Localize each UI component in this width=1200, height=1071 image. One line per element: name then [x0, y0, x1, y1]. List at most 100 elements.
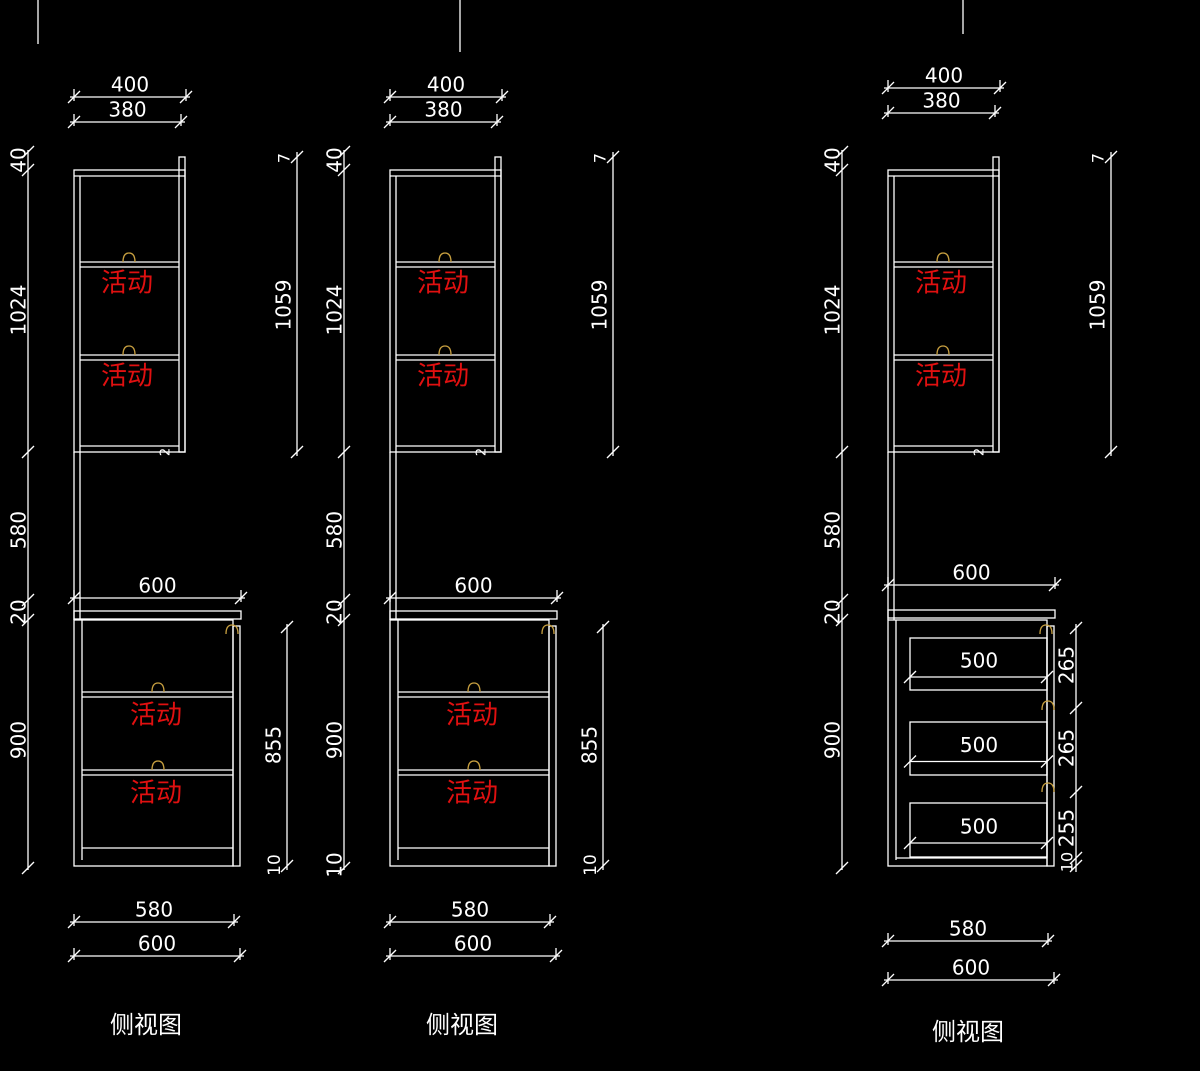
drawer-right-dim-10: 10: [1058, 852, 1077, 872]
dimension-tick: [1069, 851, 1083, 865]
dimension-tick: [383, 949, 397, 963]
dimension-tick: [1048, 578, 1062, 592]
drawer: [909, 802, 1048, 858]
dimension-tick: [383, 915, 397, 929]
dim-10: 10: [265, 854, 285, 876]
countertop: [73, 610, 242, 620]
bottom-dim-580: 580: [451, 898, 489, 922]
dim-855: 855: [262, 726, 286, 764]
dimension-tick: [1047, 973, 1061, 987]
hinge-icon: [438, 345, 452, 356]
dimension-tick: [881, 106, 895, 120]
dimension-tick: [495, 90, 509, 104]
dim-400: 400: [111, 73, 149, 97]
dimension-tick: [1069, 621, 1083, 635]
left-dim-1024: 1024: [323, 285, 347, 336]
drawer-dim-500: 500: [960, 815, 998, 839]
bottom-dim-600: 600: [952, 956, 990, 980]
back-panel: [494, 156, 502, 453]
left-dim-580: 580: [323, 511, 347, 549]
dimension-tick: [881, 973, 895, 987]
shelf-label-adjustable: 活动: [446, 701, 498, 731]
dimension-tick: [174, 115, 188, 129]
dimension-tick: [233, 949, 247, 963]
dimension-tick: [881, 578, 895, 592]
dimension-tick: [67, 115, 81, 129]
left-dim-20: 20: [7, 599, 31, 624]
view-title: 侧视图: [426, 1011, 498, 1039]
drawer: [909, 637, 1048, 691]
dim-400: 400: [427, 73, 465, 97]
dimension-tick: [1069, 859, 1083, 873]
dimension-tick: [596, 620, 610, 634]
dimension-tick: [1104, 445, 1118, 459]
drawer-dim-500: 500: [960, 733, 998, 757]
drawer-right-dim-255: 255: [1055, 809, 1079, 847]
hinge-icon: [1041, 700, 1055, 711]
dimension-tick: [1069, 785, 1083, 799]
dimension-tick: [337, 145, 351, 159]
dimension-tick: [1040, 755, 1054, 768]
dimension-tick: [1069, 701, 1083, 715]
left-dim-1024: 1024: [821, 285, 845, 336]
upper-cabinet: [389, 169, 502, 453]
side-view-1: 40038040102458020900活动活动271059600活动活动855…: [7, 73, 304, 1039]
view-title: 侧视图: [932, 1018, 1004, 1046]
drawer-right-dim-265: 265: [1055, 646, 1079, 684]
left-dim-1024: 1024: [7, 285, 31, 336]
dimension-tick: [903, 836, 917, 850]
dimension-tick: [67, 949, 81, 963]
hinge-icon: [467, 682, 481, 693]
dimension-tick: [550, 591, 564, 605]
bottom-dim-600: 600: [454, 932, 492, 956]
dimension-tick: [881, 81, 895, 95]
dimension-tick: [67, 591, 81, 605]
bottom-dim-600: 600: [138, 932, 176, 956]
dim-7: 7: [591, 153, 610, 163]
dimension-tick: [903, 670, 917, 684]
left-dim-580: 580: [7, 511, 31, 549]
dimension-tick: [280, 620, 294, 634]
upper-cabinet: [887, 169, 1000, 453]
dimension-tick: [490, 115, 504, 129]
countertop-dim-600: 600: [454, 574, 492, 598]
dimension-tick: [1040, 670, 1054, 684]
shelf-label-adjustable: 活动: [101, 269, 153, 299]
dimension-tick: [337, 445, 351, 459]
shelf-label-adjustable: 活动: [915, 269, 967, 299]
dim-2: 2: [475, 448, 490, 456]
hinge-icon: [438, 252, 452, 263]
dimension-tick: [543, 915, 557, 929]
left-dim-20: 20: [821, 599, 845, 624]
side-view-3: 40038040102458020900活动活动2710596005005005…: [821, 64, 1118, 1046]
dimension-tick: [383, 591, 397, 605]
dimension-tick: [290, 445, 304, 459]
dimension-tick: [21, 145, 35, 159]
hinge-icon: [936, 252, 950, 263]
dimension-tick: [383, 115, 397, 129]
dimension-tick: [337, 613, 351, 627]
dimension-tick: [835, 145, 849, 159]
upper-cabinet: [73, 169, 186, 453]
hinge-icon: [467, 760, 481, 771]
shelf-label-adjustable: 活动: [130, 779, 182, 809]
dim-7: 7: [1089, 153, 1108, 163]
dimension-tick: [835, 445, 849, 459]
left-dim-40: 40: [821, 147, 845, 172]
left-dim-900: 900: [323, 721, 347, 759]
hinge-icon: [1039, 624, 1053, 635]
left-dim-extra: 10: [323, 852, 347, 877]
shelf-label-adjustable: 活动: [130, 701, 182, 731]
dim-855: 855: [578, 726, 602, 764]
dimension-tick: [596, 859, 610, 873]
dimension-tick: [21, 613, 35, 627]
dim-1059: 1059: [588, 280, 612, 331]
door-panel: [1046, 625, 1055, 867]
dimension-tick: [606, 445, 620, 459]
dimension-tick: [993, 81, 1007, 95]
side-view-2: 4003804010245802090010活动活动271059600活动活动8…: [323, 73, 620, 1039]
dimension-tick: [835, 593, 849, 607]
lower-cabinet: [389, 619, 550, 867]
countertop-dim-600: 600: [952, 561, 990, 585]
